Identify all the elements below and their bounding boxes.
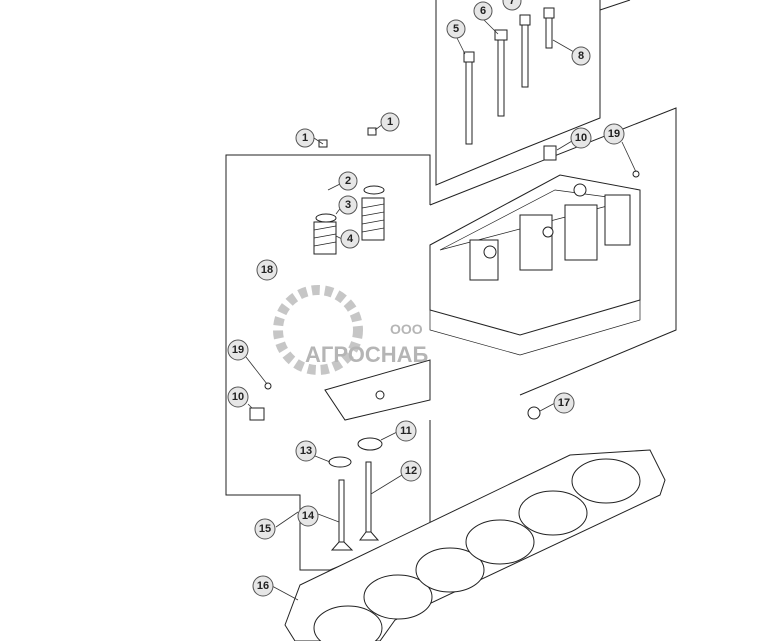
watermark-prefix: ООО [390,321,423,337]
svg-text:17: 17 [558,397,570,409]
svg-text:2: 2 [345,175,351,187]
svg-text:18: 18 [261,264,273,276]
svg-text:19: 19 [608,128,620,140]
svg-text:10: 10 [232,391,244,403]
svg-text:3: 3 [345,199,351,211]
svg-text:7: 7 [509,0,515,7]
callout-18: 18 [256,259,278,281]
head-gasket [284,449,666,641]
callout-17: 17 [553,392,575,414]
callout-10b: 10 [227,386,249,408]
svg-text:16: 16 [257,580,269,592]
svg-text:12: 12 [405,465,417,477]
callout-12: 12 [400,460,422,482]
svg-text:10: 10 [575,132,587,144]
svg-text:13: 13 [300,445,312,457]
svg-text:4: 4 [347,233,354,245]
callout-10a: 10 [570,127,592,149]
watermark-name: АГРОСНАБ [305,342,429,367]
svg-text:15: 15 [259,523,271,535]
callout-11: 11 [395,420,417,442]
callout-3: 3 [338,195,358,215]
leader-lines [245,19,637,601]
callout-2: 2 [338,171,358,191]
svg-text:6: 6 [480,5,486,17]
callout-19a: 19 [603,123,625,145]
callout-6: 6 [473,1,493,21]
callout-1a: 1 [295,128,315,148]
svg-text:19: 19 [232,344,244,356]
svg-text:5: 5 [453,23,459,35]
svg-text:8: 8 [578,50,584,62]
callout-5: 5 [446,19,466,39]
callout-4: 4 [340,229,360,249]
svg-text:14: 14 [302,510,315,522]
svg-text:1: 1 [387,116,393,128]
valve-spring-set [313,127,385,255]
small-parts [249,145,640,421]
valves [328,437,383,551]
callout-13: 13 [295,440,317,462]
svg-text:1: 1 [302,132,308,144]
watermark: ООО АГРОСНАБ [273,285,429,375]
callout-14: 14 [297,505,319,527]
cylinder-head [324,174,641,421]
callout-19b: 19 [227,339,249,361]
callout-15: 15 [254,518,276,540]
svg-text:11: 11 [400,425,412,437]
head-bolts [463,7,555,145]
callout-7: 7 [502,0,522,11]
callout-1b: 1 [380,112,400,132]
callout-16: 16 [252,575,274,597]
callout-8: 8 [571,46,591,66]
